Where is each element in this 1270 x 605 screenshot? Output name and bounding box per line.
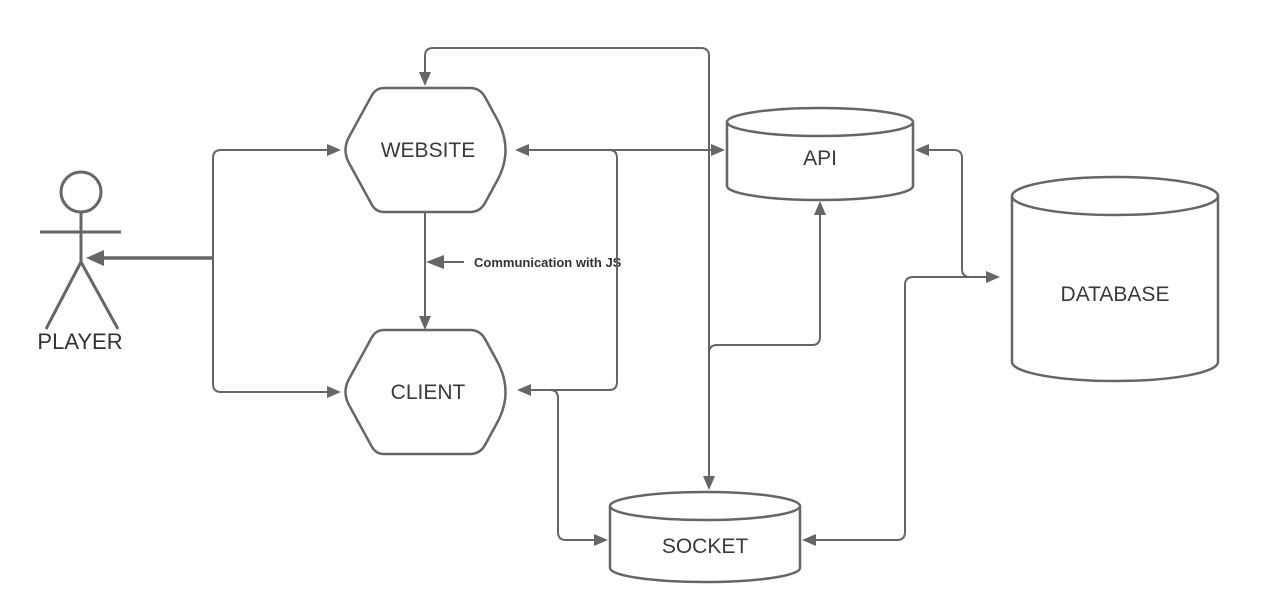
- edge-player-client[interactable]: [212, 383, 341, 398]
- arrowhead-into-api-left: [711, 144, 725, 156]
- arrowhead-into-website-top: [419, 72, 431, 86]
- node-database[interactable]: DATABASE: [1010, 175, 1220, 383]
- arrowhead-into-client-left: [327, 386, 341, 398]
- arrowhead-into-website-right: [515, 144, 529, 156]
- edge-player-client-path: [212, 383, 327, 393]
- arrowhead-label-pointer: [426, 255, 444, 269]
- socket-cylinder-top: [608, 490, 802, 522]
- arrowhead-into-website-left: [327, 144, 341, 156]
- player-label: PLAYER: [37, 329, 122, 354]
- node-client[interactable]: CLIENT: [344, 328, 507, 456]
- arrowhead-into-database-left: [986, 271, 1000, 283]
- edge-socket-database[interactable]: [802, 271, 1000, 546]
- api-cylinder-top: [725, 106, 915, 138]
- edge-socket-api[interactable]: [708, 201, 826, 354]
- arrowhead-into-api-bottom: [814, 201, 826, 215]
- edge-database-api-path: [929, 149, 971, 278]
- database-label: DATABASE: [1061, 283, 1170, 306]
- edge-player-website-path: [212, 149, 327, 384]
- api-label: API: [803, 147, 837, 170]
- player-leg-right: [79, 261, 120, 330]
- edge-website-client[interactable]: Communication with JS: [419, 212, 622, 330]
- node-player[interactable]: PLAYER: [37, 170, 123, 354]
- socket-label: SOCKET: [662, 535, 749, 558]
- edge-website-api[interactable]: [515, 144, 725, 156]
- player-leg-left: [44, 261, 83, 330]
- api-cylinder-body: [725, 122, 915, 202]
- arrowhead-into-api-right: [915, 144, 929, 156]
- arrowhead-into-client-top: [419, 316, 431, 330]
- arrowhead-into-player: [86, 250, 104, 266]
- edge-website-socket-path: [424, 47, 710, 476]
- client-hexagon-shape: [344, 328, 507, 456]
- database-cylinder-body: [1010, 196, 1220, 383]
- edge-website-socket-loop[interactable]: [419, 47, 715, 490]
- arrowhead-into-client-right: [517, 384, 531, 396]
- arrowhead-into-socket-top: [703, 476, 715, 490]
- edge-socket-database-path: [816, 276, 986, 541]
- client-label: CLIENT: [391, 381, 466, 404]
- player-head: [59, 170, 103, 214]
- node-socket[interactable]: SOCKET: [608, 490, 802, 584]
- arrowhead-into-socket-left: [594, 534, 608, 546]
- website-label: WEBSITE: [381, 139, 476, 162]
- arrowhead-into-socket-right: [802, 534, 816, 546]
- socket-cylinder-body: [608, 506, 802, 584]
- website-hexagon-shape: [344, 86, 507, 214]
- edge-api-client-path: [531, 149, 618, 391]
- edge-client-socket-path: [549, 389, 594, 541]
- edge-client-socket[interactable]: [549, 389, 608, 546]
- edge-api-client[interactable]: [517, 149, 618, 396]
- node-website[interactable]: WEBSITE: [344, 86, 507, 214]
- node-api[interactable]: API: [725, 106, 915, 202]
- edge-label-communication: Communication with JS: [474, 255, 622, 270]
- database-cylinder-top: [1010, 175, 1220, 217]
- edge-socket-api-path: [708, 215, 821, 354]
- edge-player-website[interactable]: [212, 144, 341, 384]
- edge-into-player[interactable]: [86, 250, 214, 266]
- edge-database-api[interactable]: [915, 144, 971, 278]
